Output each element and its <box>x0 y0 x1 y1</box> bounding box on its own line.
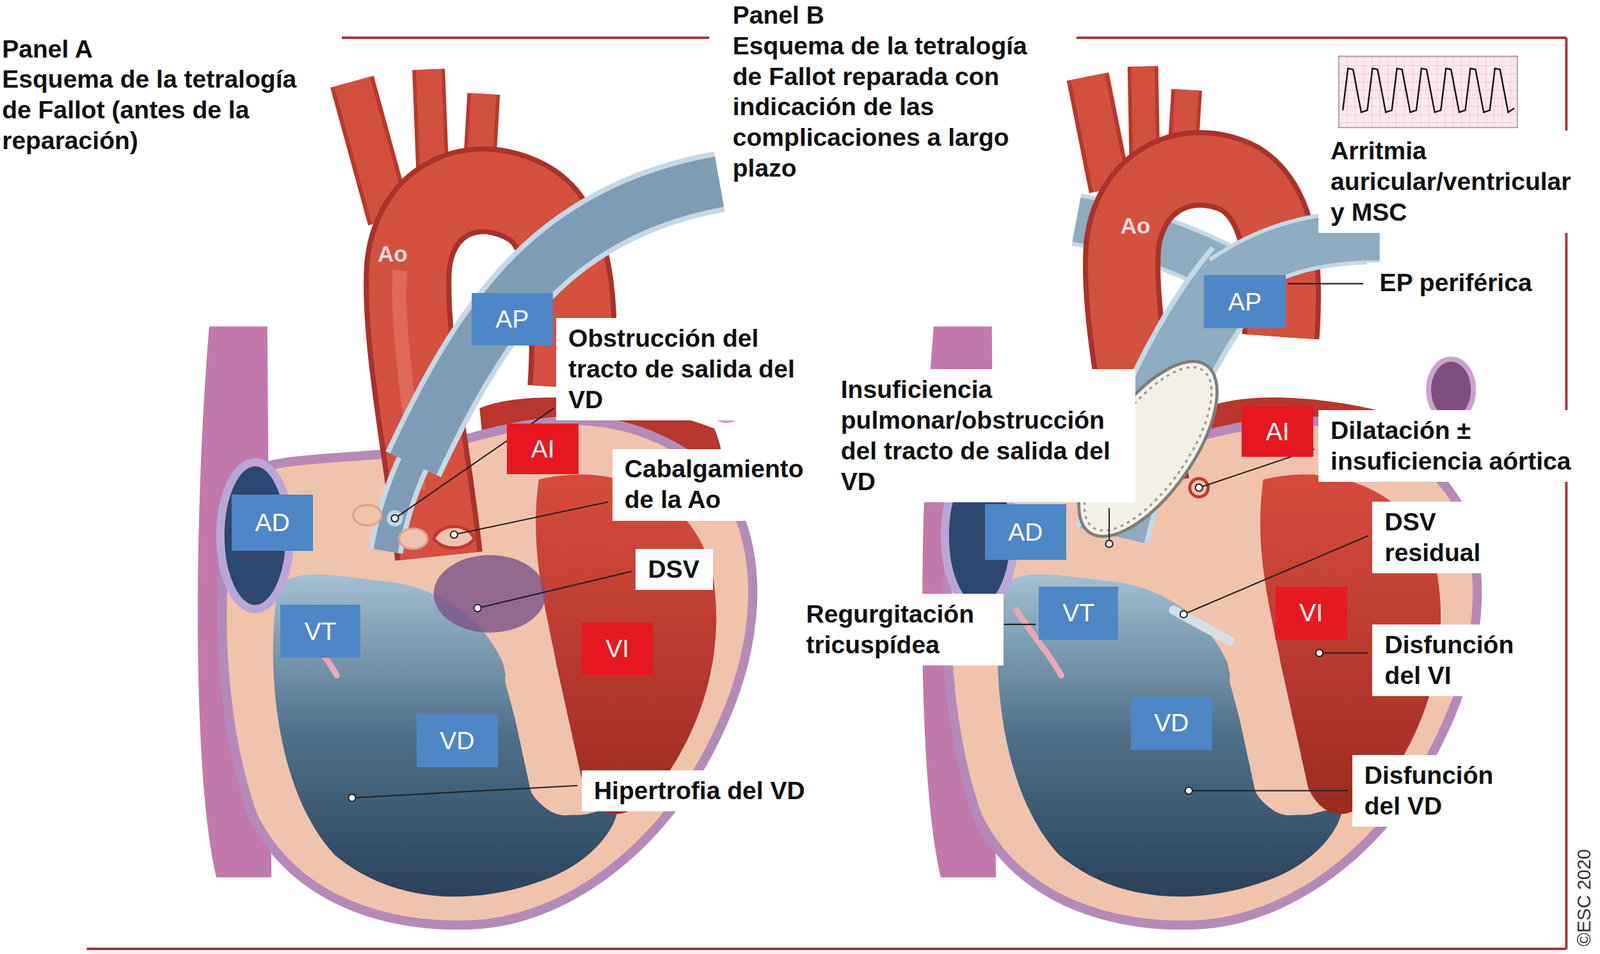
leader-dot <box>474 604 482 612</box>
ecg-strip <box>1338 56 1518 128</box>
chamber-tag: VI <box>1275 586 1348 640</box>
chamber-label: VD <box>1153 707 1189 739</box>
aortic-branch <box>352 81 390 220</box>
callout-label: DSV <box>647 554 699 585</box>
leader-line <box>352 785 578 799</box>
ecg-trace <box>1342 68 1515 113</box>
leader-line <box>477 571 632 608</box>
leader-line <box>1108 508 1110 544</box>
leader-line <box>1319 652 1369 654</box>
callout-box: Insuficiencia pulmonar/obstrucción del t… <box>828 369 1136 503</box>
aortic-valve <box>433 526 475 548</box>
vessel-label: Ao <box>377 240 408 267</box>
aortic-branch <box>1088 76 1111 189</box>
chamber-tag: AD <box>984 504 1067 561</box>
leader-line <box>1004 624 1036 626</box>
leader-dot <box>348 794 356 802</box>
ecg-grid <box>1338 56 1518 128</box>
aortic-branch <box>352 81 390 220</box>
panel-heading: Esquema de la tetralogía de Fallot (ante… <box>1 64 308 156</box>
callout-label: EP periférica <box>1379 267 1533 299</box>
pulmonary-valve <box>385 509 405 528</box>
callout-label: Disfunción del VI <box>1384 629 1528 692</box>
chamber-label: AD <box>255 507 290 539</box>
vessel-label: Ao <box>1120 212 1151 239</box>
panel-heading: Esquema de la tetralogía de Fallot repar… <box>732 30 1039 184</box>
frame-line <box>87 947 1567 951</box>
leader-dot <box>1185 787 1193 795</box>
chamber-tag: AI <box>506 423 579 475</box>
leader-dot <box>450 531 458 539</box>
frame-line <box>341 36 710 40</box>
callout-label: Cabalgamiento de la Ao <box>624 453 819 516</box>
infundibular-muscle <box>398 528 428 550</box>
panel-a-leaders <box>348 408 632 802</box>
leader-dot <box>1180 610 1188 618</box>
chamber-label: VD <box>439 725 475 757</box>
callout-box: Regurgitación tricuspídea <box>793 593 1004 666</box>
callout-label: Dilatación ± insuficiencia aórtica <box>1330 415 1576 477</box>
chamber-label: VT <box>304 616 337 648</box>
right-pulmonary-branch-outline <box>1224 236 1380 281</box>
copyright-note: ©ESC 2020 <box>1573 849 1597 947</box>
callout-box: Obstrucción del tracto de salida del VD <box>556 318 828 421</box>
callout-label: Hipertrofia del VD <box>593 775 806 807</box>
residual-vsd-patch <box>1173 610 1231 642</box>
leader-line <box>1188 790 1348 792</box>
chamber-tag: AP <box>471 293 554 347</box>
chamber-label: VI <box>605 633 630 665</box>
chamber-tag: VD <box>416 714 499 768</box>
callout-box: Disfunción del VD <box>1352 755 1522 827</box>
callout-box: Cabalgamiento de la Ao <box>612 449 833 521</box>
callout-box: DSV residual <box>1372 501 1511 574</box>
callout-box: Hipertrofia del VD <box>581 770 820 812</box>
leader-dot <box>1195 484 1203 492</box>
leader-line <box>454 502 609 536</box>
chamber-tag: VD <box>1130 696 1213 751</box>
right-pulmonary-branch <box>1224 236 1380 281</box>
chamber-tag: AI <box>1241 406 1314 458</box>
callout-box: DSV <box>635 549 713 591</box>
chamber-tag: VI <box>581 622 654 676</box>
callout-box: Disfunción del VI <box>1372 624 1542 697</box>
chamber-label: AI <box>1265 416 1290 448</box>
chamber-label: VI <box>1299 597 1323 629</box>
callout-label: DSV residual <box>1384 506 1497 569</box>
callout-label: Disfunción del VD <box>1364 760 1508 822</box>
callout-label: Arritmia auricular/ventricular y MSC <box>1330 135 1581 228</box>
chamber-label: AD <box>1008 517 1043 548</box>
callout-label: Insuficiencia pulmonar/obstrucción del t… <box>840 374 1122 497</box>
chamber-label: AI <box>531 433 555 465</box>
panel-heading: Panel B <box>732 0 825 31</box>
chamber-label: AP <box>1228 286 1262 318</box>
ventricular-septal-defect <box>433 554 546 633</box>
callout-box: EP periférica <box>1367 262 1546 304</box>
callout-box: Dilatación ± insuficiencia aórtica <box>1318 410 1590 482</box>
panel-heading: Panel A <box>1 33 93 65</box>
frame-line <box>1076 36 1567 40</box>
chamber-tag: VT <box>1038 586 1119 640</box>
chamber-label: AP <box>495 304 529 335</box>
leader-dot <box>1315 649 1323 657</box>
chamber-tag: AP <box>1203 275 1286 329</box>
chamber-label: VT <box>1062 597 1095 629</box>
leader-dot <box>1105 540 1113 548</box>
aortic-branch <box>1088 76 1111 189</box>
callout-label: Regurgitación tricuspídea <box>806 599 991 661</box>
leader-dot <box>391 514 399 522</box>
chamber-tag: VT <box>280 604 360 658</box>
callout-box: Arritmia auricular/ventricular y MSC <box>1318 130 1595 233</box>
infundibular-muscle <box>353 504 383 526</box>
leader-line <box>1287 282 1364 285</box>
callout-label: Obstrucción del tracto de salida del VD <box>568 323 814 415</box>
aortic-root <box>1189 478 1209 498</box>
chamber-tag: AD <box>231 494 314 552</box>
